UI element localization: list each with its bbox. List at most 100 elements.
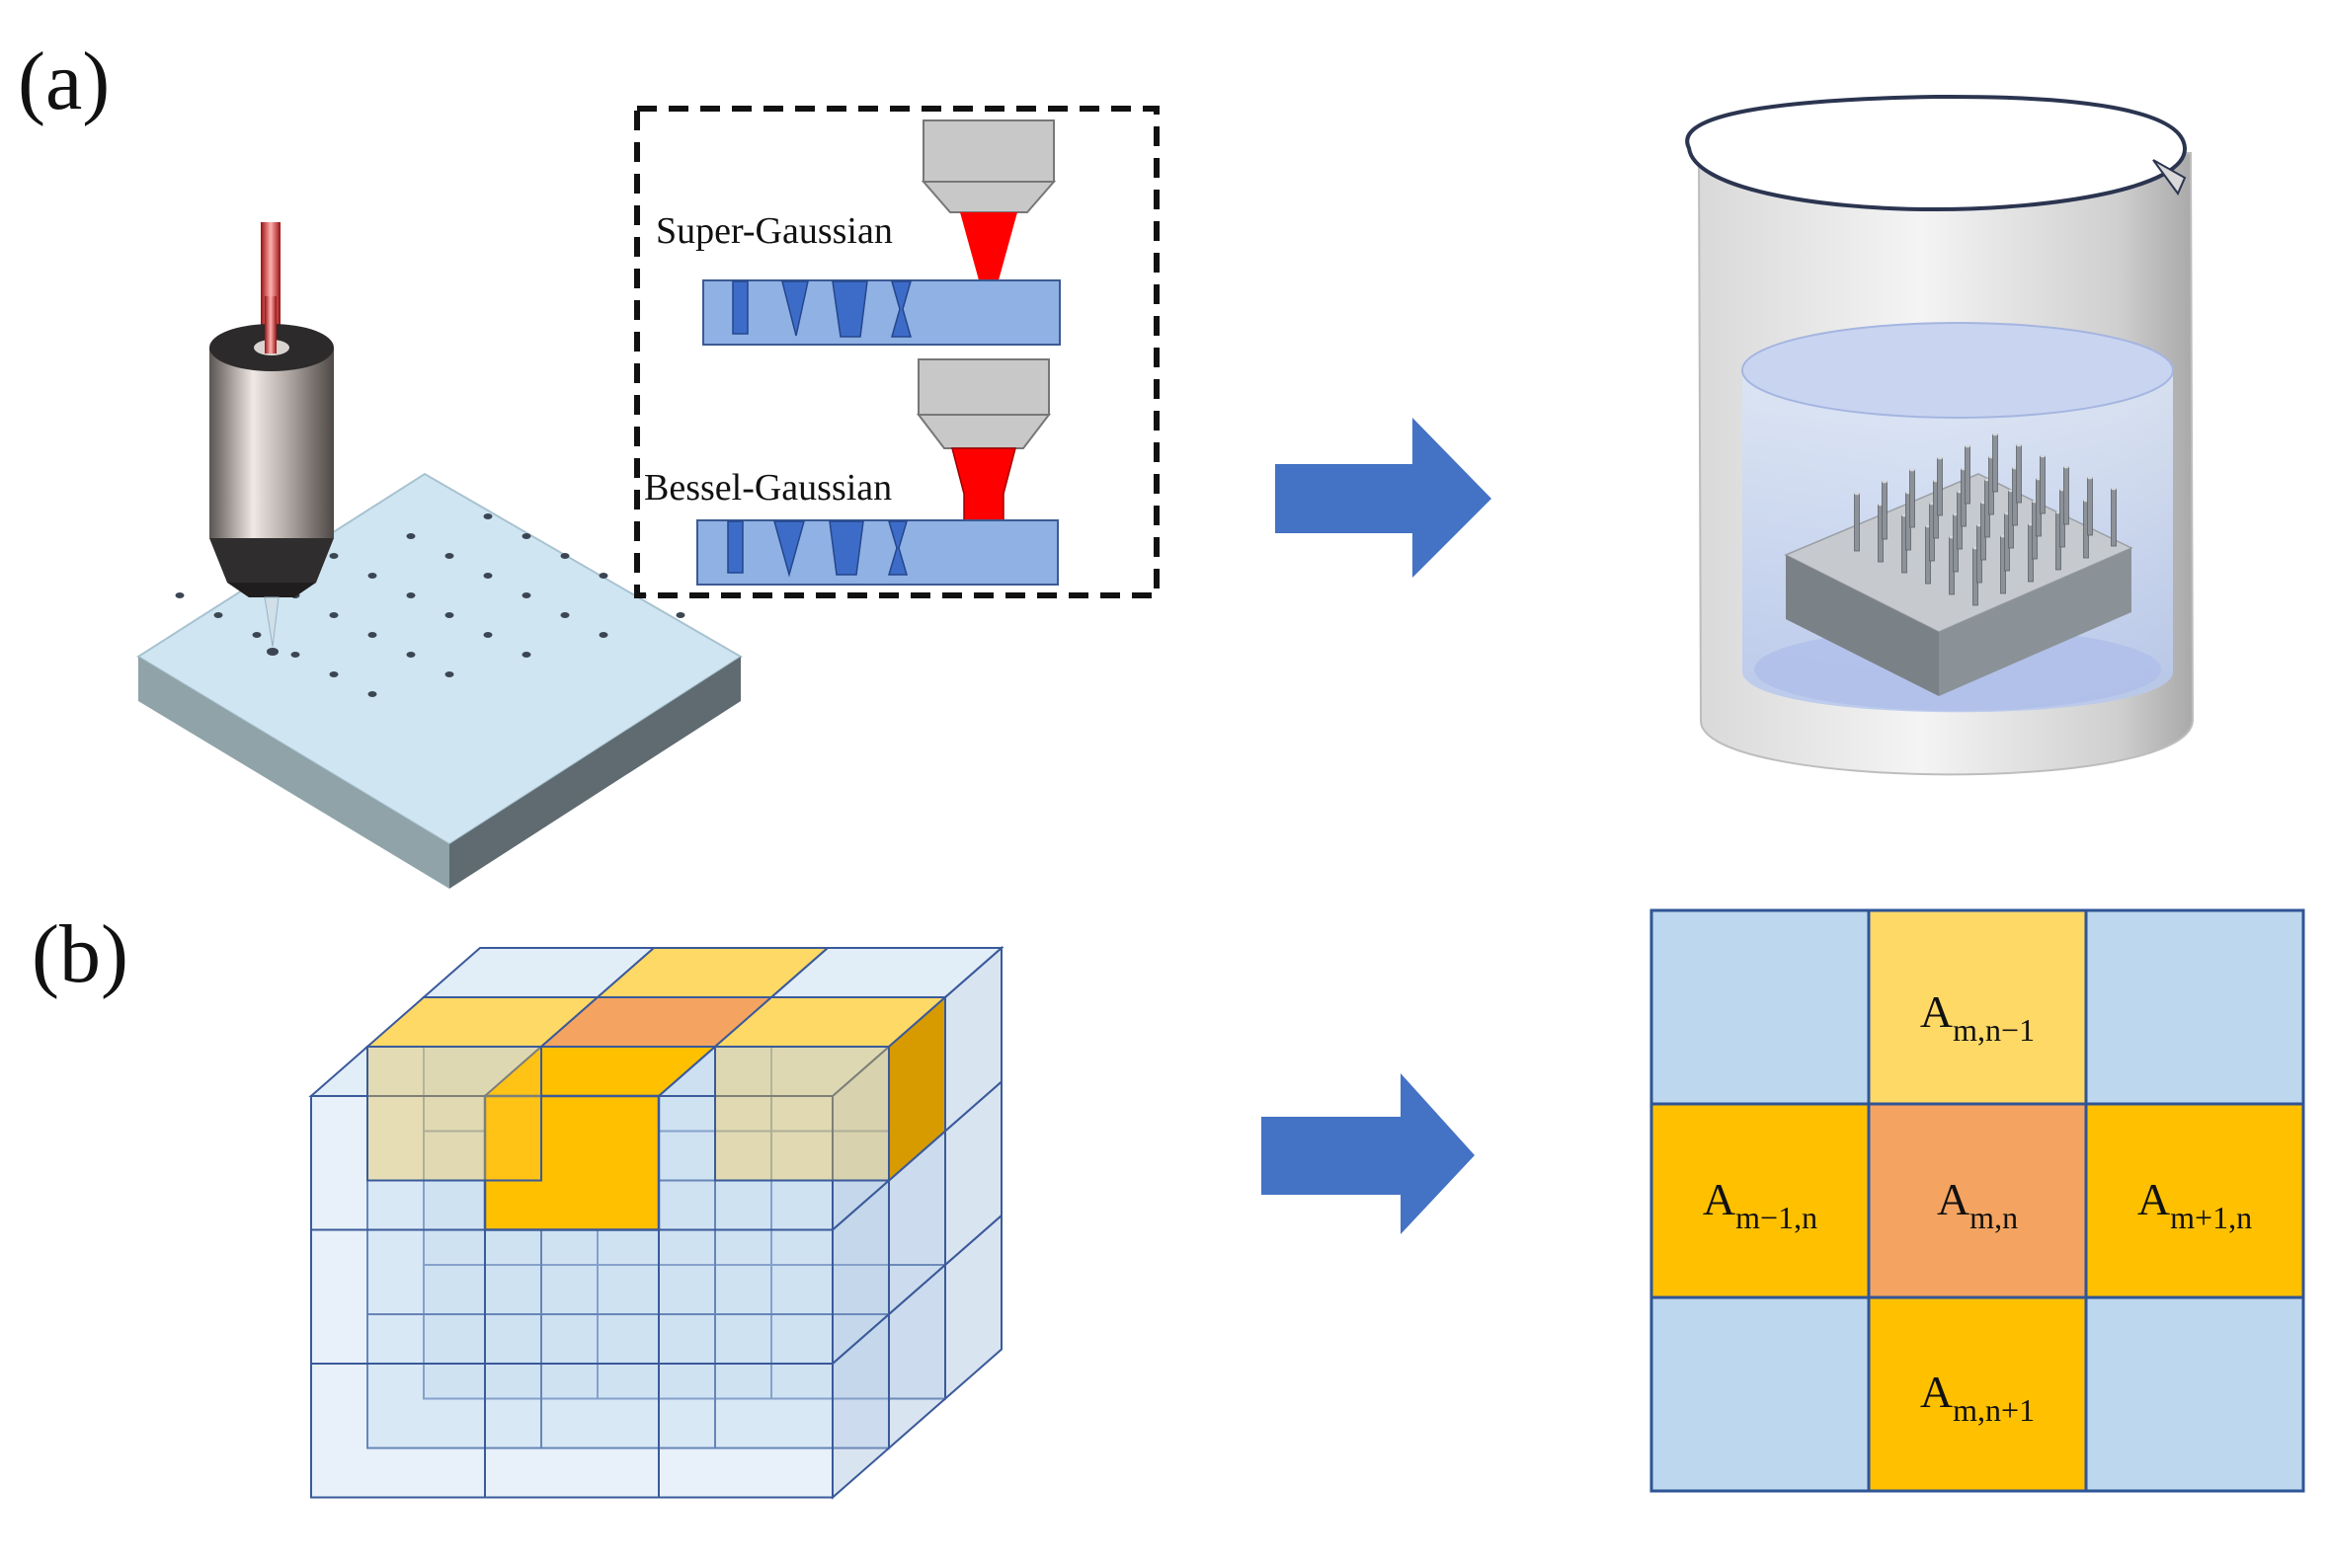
micropillar-array — [1854, 432, 2117, 606]
micropillar — [1992, 433, 1998, 493]
voxel-face — [310, 1228, 486, 1366]
label-a-m-minus-1-n: Am−1,n — [1703, 1174, 1817, 1235]
voxel-face — [484, 1363, 660, 1499]
beam-profile-inset: Super-Gaussian Bessel-Gaussian — [634, 106, 1160, 598]
micropillar — [2063, 466, 2069, 525]
laser-hole — [676, 612, 685, 618]
super-sample-hole-1 — [732, 280, 749, 335]
micropillar-cap — [1937, 456, 1943, 460]
process-arrow-b — [1261, 1073, 1475, 1234]
micropillar-cap — [2087, 476, 2093, 480]
voxel-cube-grid — [308, 945, 1004, 1500]
label-a-m-n-plus-1: Am,n+1 — [1920, 1367, 2035, 1428]
label-subscript: m,n+1 — [1953, 1392, 2035, 1428]
voxel-face — [310, 1363, 486, 1499]
micropillar — [1965, 445, 1970, 505]
label-subscript: m−1,n — [1735, 1200, 1817, 1235]
bessel-gaussian-label: Bessel-Gaussian — [644, 467, 892, 509]
micropillar — [1937, 457, 1943, 516]
laser-hole — [329, 671, 339, 677]
micropillar-cap — [2016, 443, 2022, 447]
laser-hole — [367, 632, 377, 638]
laser-hole — [175, 592, 185, 598]
laser-hole — [329, 553, 339, 559]
super-objective-top — [923, 119, 1055, 183]
objective-lens-body — [209, 348, 334, 538]
objective-nose — [209, 538, 334, 583]
micropillar — [2040, 455, 2046, 514]
super-gaussian-label: Super-Gaussian — [656, 210, 893, 252]
super-sample-hole-2 — [781, 280, 809, 337]
laser-hole — [367, 691, 377, 697]
highlighted-voxel-front — [483, 1094, 661, 1231]
micropillar-cap — [1854, 492, 1860, 496]
micropillar-cap — [1882, 480, 1887, 484]
micropillar — [1854, 493, 1860, 552]
objective-tip — [227, 583, 316, 597]
super-sample — [702, 279, 1061, 346]
sample-left-face — [1786, 555, 1939, 696]
panel-b-label: (b) — [32, 908, 128, 1000]
laser-hole — [483, 513, 493, 519]
super-sample-hole-3 — [832, 280, 868, 338]
grid-cell-bottom-left — [1649, 1295, 1871, 1493]
panel-a-label: (a) — [18, 36, 110, 127]
laser-hole — [560, 612, 570, 618]
micropillar — [2087, 477, 2093, 536]
bessel-objective-cone — [916, 414, 1052, 449]
bessel-sample-hole-2 — [773, 520, 805, 578]
laser-hole — [522, 533, 531, 539]
super-sample-hole-4 — [891, 280, 912, 338]
laser-hole — [406, 592, 416, 598]
micropillar-cap — [2040, 454, 2046, 458]
etching-beaker — [1685, 94, 2195, 776]
bessel-sample-hole-3 — [829, 520, 864, 576]
micropillar-cap — [1909, 468, 1915, 472]
laser-hole — [444, 671, 454, 677]
label-subscript: m+1,n — [2170, 1200, 2252, 1235]
beaker-spout — [2152, 159, 2187, 196]
inset-dashed-frame — [634, 106, 1160, 598]
laser-hole — [444, 553, 454, 559]
super-objective-cone — [921, 181, 1057, 213]
label-base: A — [1920, 986, 1953, 1037]
substrate-left-face — [138, 657, 449, 889]
objective-assembly — [209, 222, 334, 656]
laser-hole — [213, 612, 223, 618]
panel-a: (a) — [18, 36, 2195, 889]
grid-cell-top-right — [2084, 908, 2305, 1106]
grid-cell-bottom-right — [2084, 1295, 2305, 1493]
laser-hole — [560, 553, 570, 559]
micropillar — [1909, 469, 1915, 528]
voxel-side-face — [832, 1311, 890, 1500]
super-gaussian-beam — [960, 212, 1017, 316]
laser-hole — [290, 652, 300, 658]
voxel-face — [658, 1363, 834, 1499]
laser-hole — [252, 632, 262, 638]
laser-hole — [444, 612, 454, 618]
laser-hole — [483, 573, 493, 579]
voxel-face — [484, 1228, 660, 1366]
laser-beam-in-lens — [265, 296, 277, 353]
laser-hole — [406, 652, 416, 658]
laser-hole — [406, 533, 416, 539]
label-a-m-n-minus-1: Am,n−1 — [1920, 986, 2035, 1048]
focus-spot — [267, 648, 279, 656]
micropillar-cap — [1965, 444, 1970, 448]
neighbor-grid: Am,n−1 Am−1,n Am,n Am+1,n Am,n+1 — [1649, 908, 2305, 1493]
micropillar-cap — [1992, 432, 1998, 436]
bessel-sample — [696, 519, 1059, 586]
label-base: A — [1703, 1174, 1735, 1224]
label-a-m-plus-1-n: Am+1,n — [2137, 1174, 2252, 1235]
laser-hole — [599, 632, 608, 638]
label-base: A — [1920, 1367, 1953, 1417]
label-subscript: m,n−1 — [1953, 1012, 2035, 1048]
grid-cell-top-center — [1867, 908, 2088, 1106]
bessel-sample-hole-1 — [727, 520, 744, 574]
laser-hole — [329, 612, 339, 618]
bessel-objective-top — [918, 358, 1050, 416]
grid-cell-bottom-center — [1867, 1295, 2088, 1493]
neighbor-voxel-front — [714, 1046, 890, 1182]
label-base: A — [2137, 1174, 2170, 1224]
